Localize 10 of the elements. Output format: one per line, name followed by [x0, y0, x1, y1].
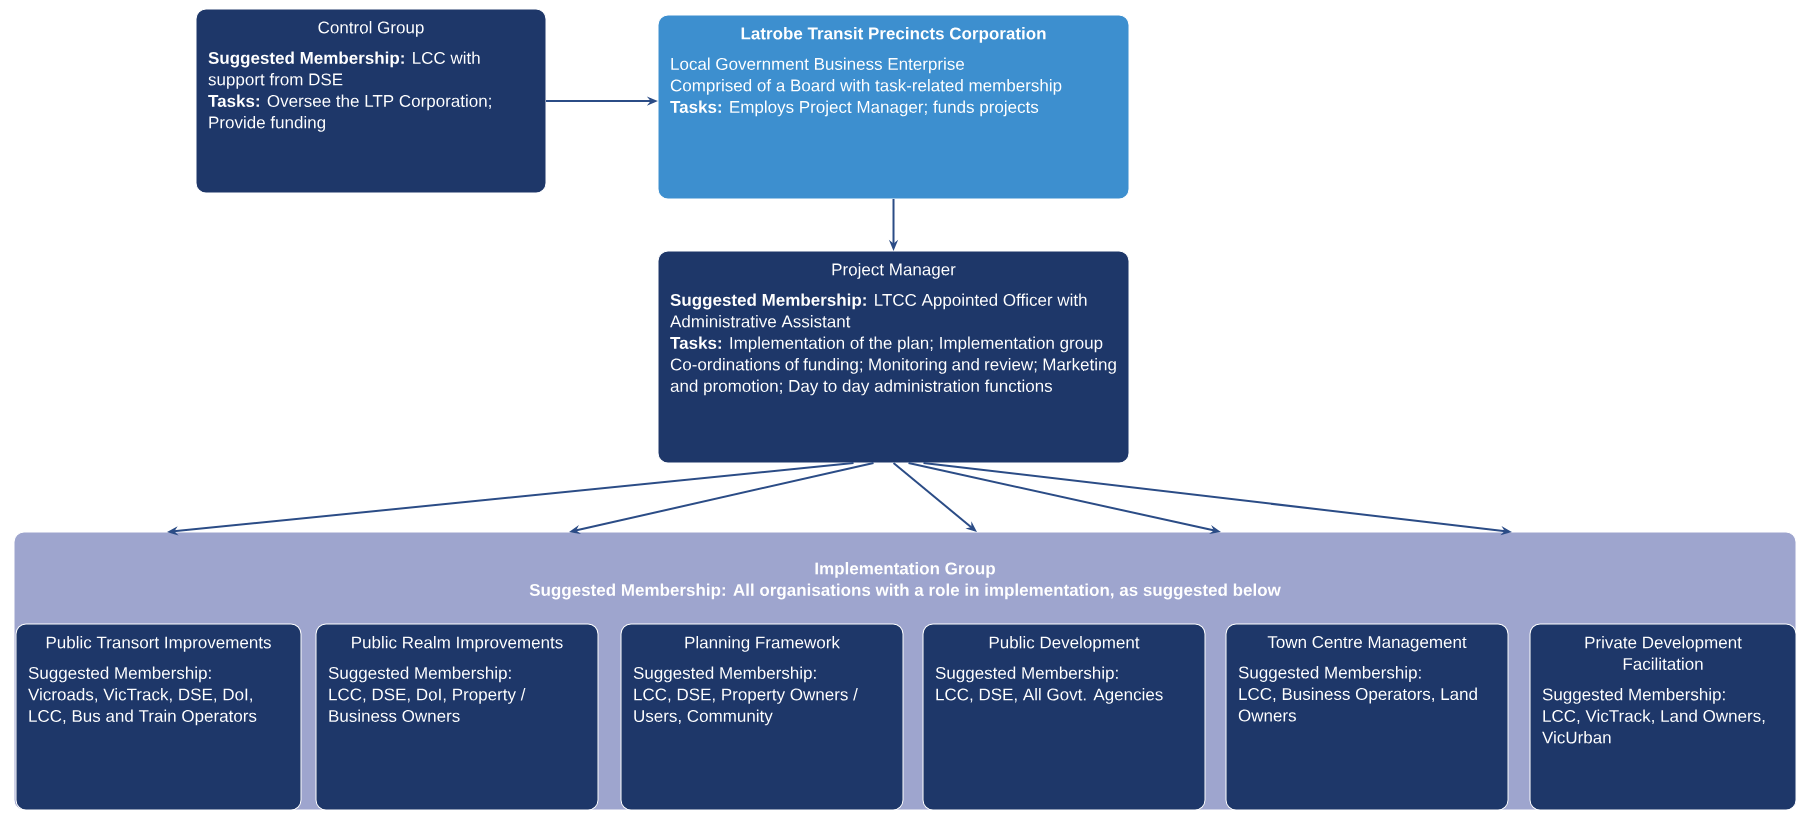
org-box: Public Transort Improvements Suggested Membership: Vicroads, VicTrack, DSE, DoI, LCC, Bus and Train Operators: [15, 623, 302, 811]
org-box: Public Development Suggested Membership: LCC, DSE, All Govt. Agencies: [922, 623, 1206, 811]
org-box: Public Realm Improvements Suggested Membership: LCC, DSE, DoI, Property / Business Owners: [315, 623, 599, 811]
arrow: [892, 462, 977, 532]
org-box: Private Development Facilitation Suggested Membership: LCC, VicTrack, Land Owners, VicUrban: [1529, 623, 1797, 811]
org-box: Planning Framework Suggested Membership: LCC, DSE, Property Owners / Users, Community: [620, 623, 904, 811]
org-box: Latrobe Transit Precincts Corporation Local Government Business Enterprise Comprised of a Board with task-related membership Tasks: Employs Project Manager; funds projects: [657, 14, 1130, 200]
org-box: Project Manager Suggested Membership: LTCC Appointed Officer with Administrative Assistant Tasks: Implementation of the plan; Implementation group Co-ordinations of funding; Monitoring and review; Marketing and promotion; Day to day administration functions: [657, 250, 1130, 464]
org-box: Control Group Suggested Membership: LCC with support from DSE Tasks: Oversee the LTP Corporation; Provide funding: [195, 8, 547, 194]
org-box: Town Centre Management Suggested Membership: LCC, Business Operators, Land Owners: [1225, 623, 1509, 811]
